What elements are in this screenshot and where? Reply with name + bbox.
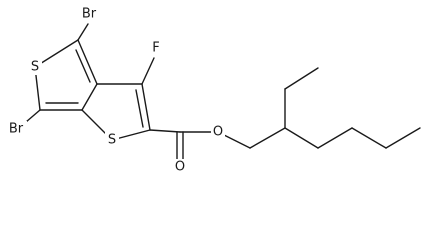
bond-c3-c3a-double [75, 49, 91, 83]
atom-fluorine: F [152, 41, 159, 56]
atom-oxygen-carbonyl: O [175, 160, 185, 175]
atom-bromine-bottom: Br [9, 122, 24, 137]
bond-butyl1-butyl2 [317, 127, 353, 149]
atom-sulfur-right: S [108, 133, 116, 148]
atom-layer: Br Br S S F O O [5, 6, 225, 175]
atom-sulfur-left: S [31, 60, 39, 75]
atom-oxygen-ester: O [213, 125, 223, 140]
bond-c4-f [141, 57, 155, 85]
bond-ethyl1-ethyl2 [284, 67, 319, 90]
bond-c3-c3a [77, 39, 98, 85]
bond-butyl2-butyl3 [351, 127, 387, 149]
bond-c4-c5-double [135, 89, 144, 128]
atom-bromine-top: Br [82, 7, 97, 22]
bond-s1-c3 [34, 39, 79, 68]
bond-c5-carbonyl [149, 129, 181, 133]
molecule-structure: Br Br S S F O O [5, 6, 421, 175]
bond-c6-br [25, 109, 41, 123]
bond-ch2-ch [249, 127, 286, 149]
bond-butyl3-butyl4 [385, 127, 421, 149]
bond-c3-br [77, 23, 89, 41]
bond-ch-butyl1 [284, 127, 319, 149]
bond-c4-c5 [141, 83, 151, 131]
bond-c3a-c6a [81, 83, 98, 111]
